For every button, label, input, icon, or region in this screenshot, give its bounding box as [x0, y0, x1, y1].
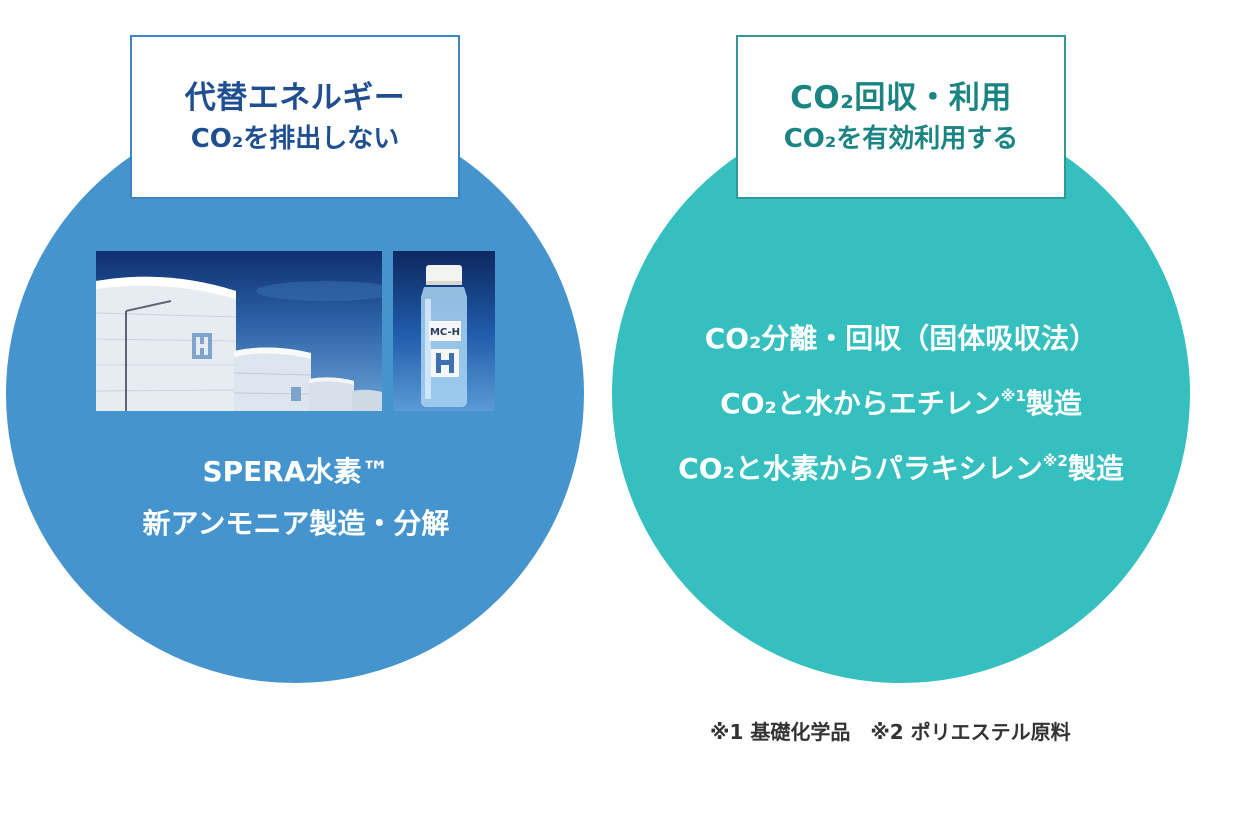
svg-text:MC-H: MC-H — [430, 327, 460, 338]
co2-capture-title-box: CO₂回収・利用 CO₂を有効利用する — [736, 35, 1066, 199]
footnote-ref-1: ※1 — [1000, 387, 1026, 405]
storage-tanks-photo — [96, 251, 382, 411]
mch-bottle-photo: MC-H — [393, 251, 495, 411]
footnote-2: ※2 ポリエステル原料 — [870, 720, 1071, 744]
footnote-1: ※1 基礎化学品 — [710, 720, 851, 744]
paraxylene-label: CO₂と水素からパラキシレン※2製造 — [678, 452, 1124, 485]
spera-hydrogen-label: SPERA水素™ — [202, 455, 390, 488]
co2-capture-title: CO₂回収・利用 — [790, 80, 1012, 116]
co2-capture-content: CO₂分離・回収（固体吸収法） CO₂と水からエチレン※1製造 CO₂と水素から… — [612, 306, 1190, 501]
footnotes: ※1 基礎化学品 ※2 ポリエステル原料 — [710, 716, 1071, 745]
co2-capture-subtitle: CO₂を有効利用する — [783, 124, 1019, 154]
alternative-energy-subtitle: CO₂を排出しない — [190, 124, 400, 154]
footnote-ref-2: ※2 — [1042, 452, 1068, 470]
alternative-energy-content: SPERA水素™ 新アンモニア製造・分解 — [96, 446, 496, 550]
co2-capture-circle — [612, 105, 1190, 683]
alternative-energy-title-box: 代替エネルギー CO₂を排出しない — [130, 35, 460, 199]
ethylene-label: CO₂と水からエチレン※1製造 — [720, 387, 1082, 420]
co2-separation-label: CO₂分離・回収（固体吸収法） — [704, 322, 1098, 355]
alternative-energy-title: 代替エネルギー — [184, 80, 406, 116]
ammonia-label: 新アンモニア製造・分解 — [142, 507, 450, 540]
